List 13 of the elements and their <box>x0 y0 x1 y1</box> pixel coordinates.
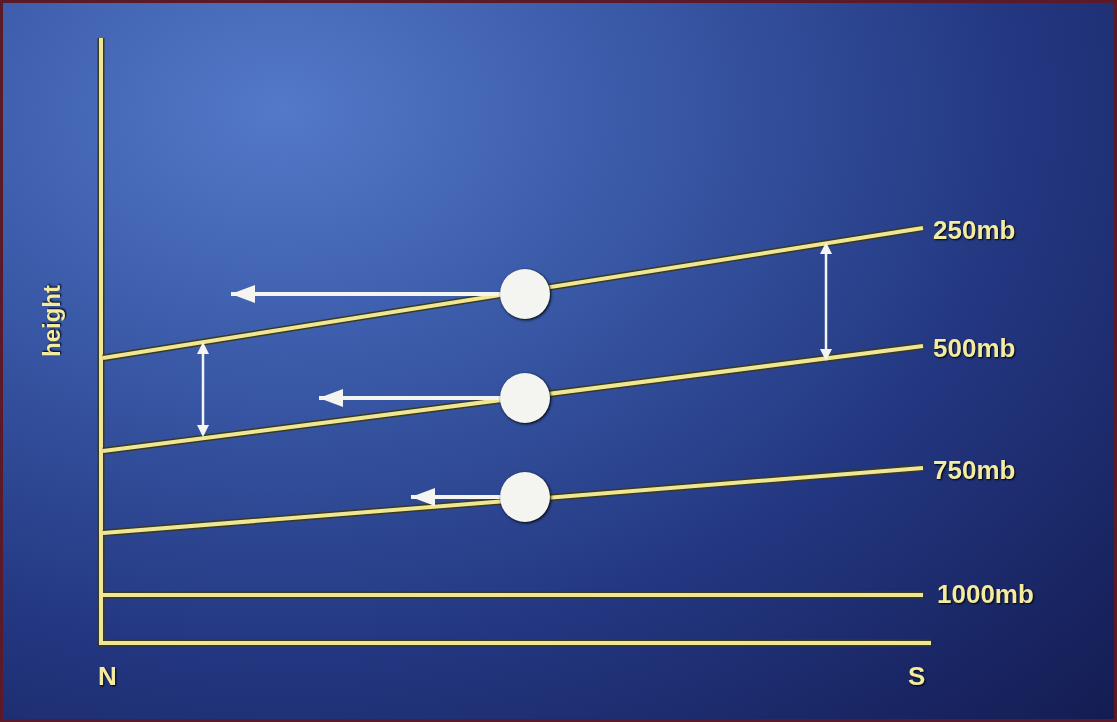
axis-label: height <box>38 285 66 357</box>
arrow <box>411 488 500 506</box>
level-label: 750mb <box>933 455 1016 486</box>
axis-label: N <box>98 661 117 692</box>
air-parcel-circle <box>500 269 550 319</box>
arrow <box>319 389 500 407</box>
level-label: 500mb <box>933 333 1016 364</box>
arrow <box>231 285 500 303</box>
level-label: 250mb <box>933 215 1016 246</box>
level-label: 1000mb <box>937 579 1034 610</box>
air-parcel-circle <box>500 373 550 423</box>
air-parcel-circle <box>500 472 550 522</box>
axis-label: S <box>908 661 926 692</box>
